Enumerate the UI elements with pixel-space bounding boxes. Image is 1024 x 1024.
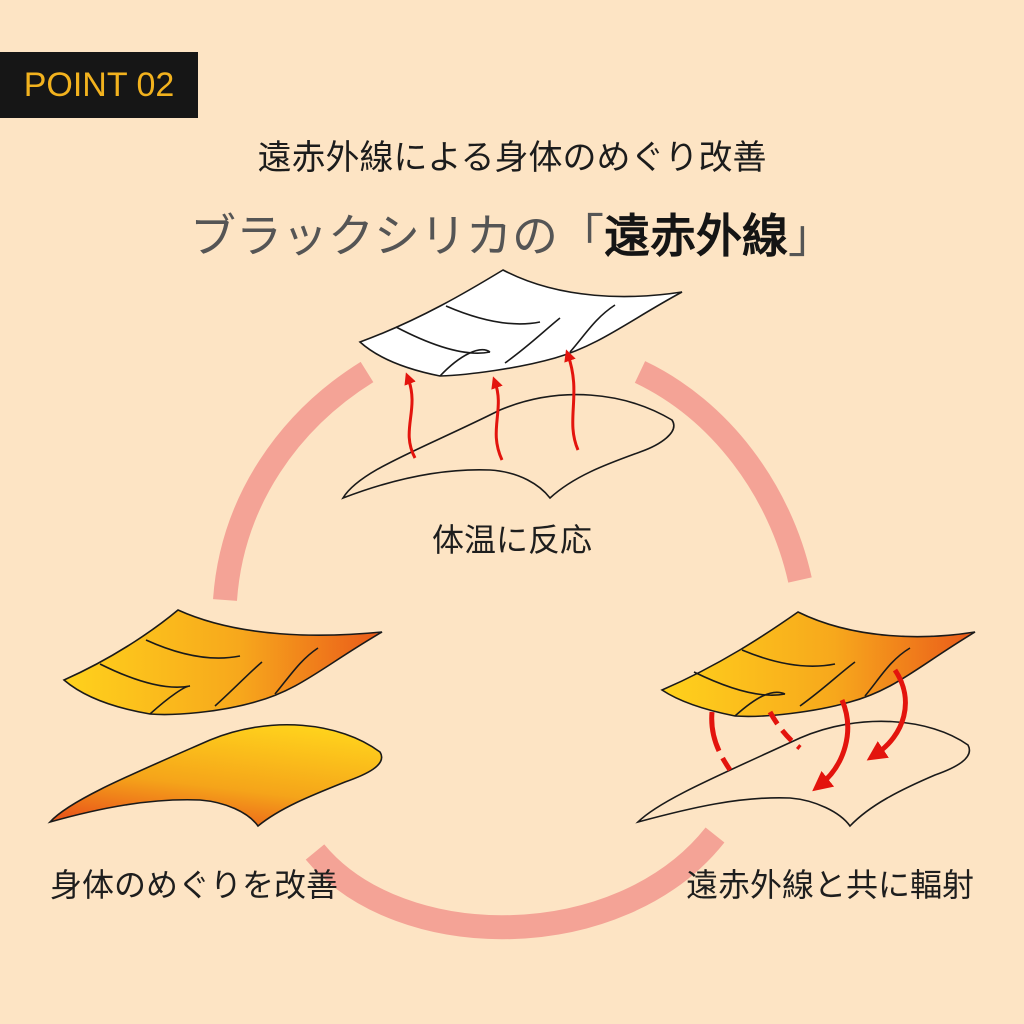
cycle-arcs (213, 361, 812, 940)
step-left-label: 身体のめぐりを改善 (50, 866, 339, 904)
cycle-arc-right (634, 361, 812, 583)
headline-open-bracket: 「 (558, 209, 604, 263)
cycle-arc-bottom (305, 827, 725, 940)
right-sheet-grid (693, 647, 911, 717)
radiate-arrow-2 (767, 710, 802, 750)
step-left-illustration (47, 609, 383, 828)
heat-arrow-2 (491, 376, 504, 461)
left-sheet-grid (99, 639, 319, 715)
headline-emphasis: 遠赤外線 (604, 209, 788, 263)
headline-prefix: ブラックシリカの (190, 209, 558, 263)
left-sheet (62, 609, 383, 716)
point-badge-label: POINT 02 (23, 65, 175, 104)
step-right-illustration (635, 611, 976, 828)
right-sheet (660, 611, 976, 718)
headline: ブラックシリカの「遠赤外線」 (0, 200, 1024, 266)
top-body-outline (341, 393, 675, 500)
cycle-arc-left (213, 361, 374, 601)
step-top-illustration (341, 269, 683, 500)
heat-arrow-1 (404, 372, 417, 459)
headline-close-bracket: 」 (788, 209, 834, 263)
step-top-label: 体温に反応 (431, 521, 592, 559)
top-sheet-grid (395, 304, 616, 377)
radiate-arrow-1 (709, 711, 733, 772)
top-sheet (358, 269, 683, 377)
radiate-arrow-4 (866, 668, 908, 761)
heat-arrow-3 (564, 349, 580, 451)
left-body (47, 723, 383, 828)
step-right-label: 遠赤外線と共に輻射 (685, 866, 974, 904)
subtitle: 遠赤外線による身体のめぐり改善 (257, 138, 767, 178)
point-badge: POINT 02 (0, 52, 198, 118)
right-body-outline (635, 720, 971, 828)
radiate-arrow-3 (812, 699, 851, 792)
